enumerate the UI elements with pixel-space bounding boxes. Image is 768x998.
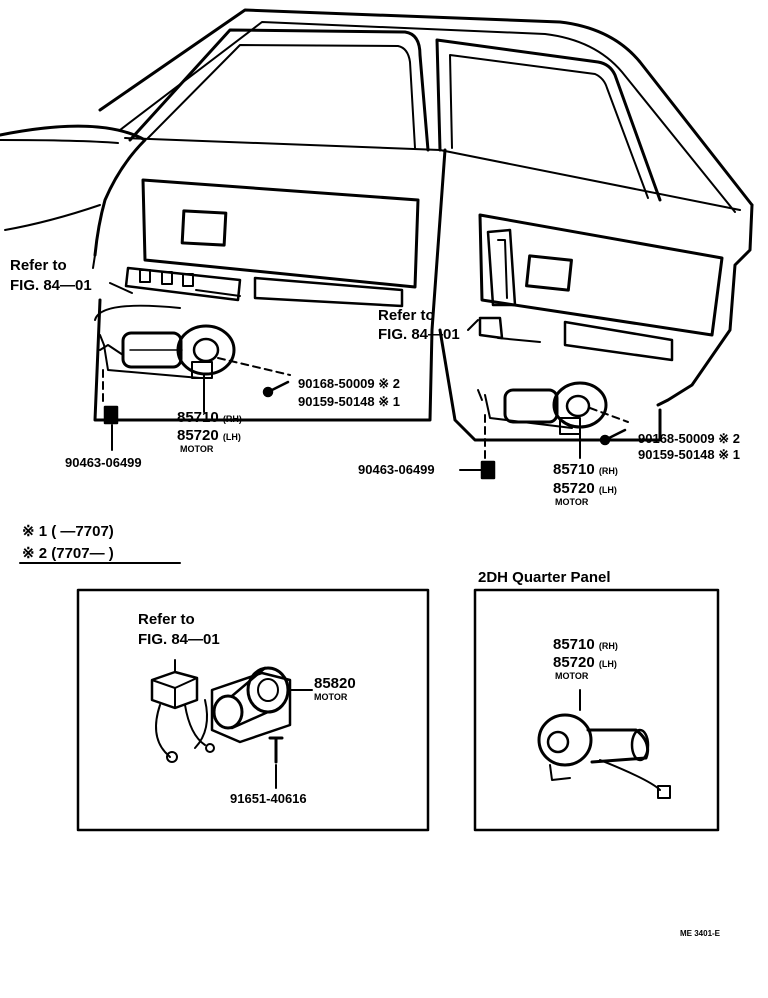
rear-clip-number: 90463-06499 — [358, 462, 435, 477]
front-motor-rh-number: 85710 (RH) — [177, 409, 242, 426]
box-right-title: 2DH Quarter Panel — [478, 569, 611, 586]
note-2: ※ 2 (7707— ) — [22, 545, 114, 562]
front-refer-line1: Refer to — [10, 257, 67, 274]
right-box-motor-illustration — [537, 689, 671, 799]
front-motor-illustration — [99, 324, 236, 379]
box-left-motor-word: MOTOR — [314, 692, 348, 702]
front-screw-b-number: 90159-50148 ※ 1 — [298, 394, 400, 409]
rear-motor-word: MOTOR — [555, 497, 589, 507]
rear-motor-illustration — [477, 381, 608, 435]
note-1: ※ 1 ( —7707) — [22, 523, 114, 540]
rear-door — [435, 38, 724, 442]
left-detail-frame — [76, 588, 430, 832]
front-refer-line2: FIG. 84—01 — [10, 277, 92, 294]
leader-lines — [102, 282, 629, 471]
figure-code: ME 3401-E — [680, 929, 721, 938]
front-door — [93, 28, 447, 422]
right-detail-frame — [473, 588, 720, 832]
left-box-motor-illustration — [150, 659, 313, 789]
front-motor-lh-number: 85720 (LH) — [177, 427, 241, 444]
box-right-motor-word: MOTOR — [555, 671, 589, 681]
box-left-refer-line2: FIG. 84—01 — [138, 631, 220, 648]
rear-screw-b-number: 90159-50148 ※ 1 — [638, 447, 740, 462]
box-left-motor-number: 85820 — [314, 675, 356, 692]
car-body-outline — [0, 8, 754, 407]
fasteners — [103, 380, 627, 480]
front-clip-number: 90463-06499 — [65, 455, 142, 470]
box-left-refer-line1: Refer to — [138, 611, 195, 628]
box-right-motor-rh-number: 85710 (RH) — [553, 636, 618, 653]
rear-refer-line2: FIG. 84—01 — [378, 326, 460, 343]
rear-refer-line1: Refer to — [378, 307, 435, 324]
front-motor-word: MOTOR — [180, 444, 214, 454]
box-right-motor-lh-number: 85720 (LH) — [553, 654, 617, 671]
rear-motor-lh-number: 85720 (LH) — [553, 480, 617, 497]
box-left-bolt-number: 91651-40616 — [230, 791, 307, 806]
front-screw-a-number: 90168-50009 ※ 2 — [298, 376, 400, 391]
rear-screw-a-number: 90168-50009 ※ 2 — [638, 431, 740, 446]
rear-motor-rh-number: 85710 (RH) — [553, 461, 618, 478]
